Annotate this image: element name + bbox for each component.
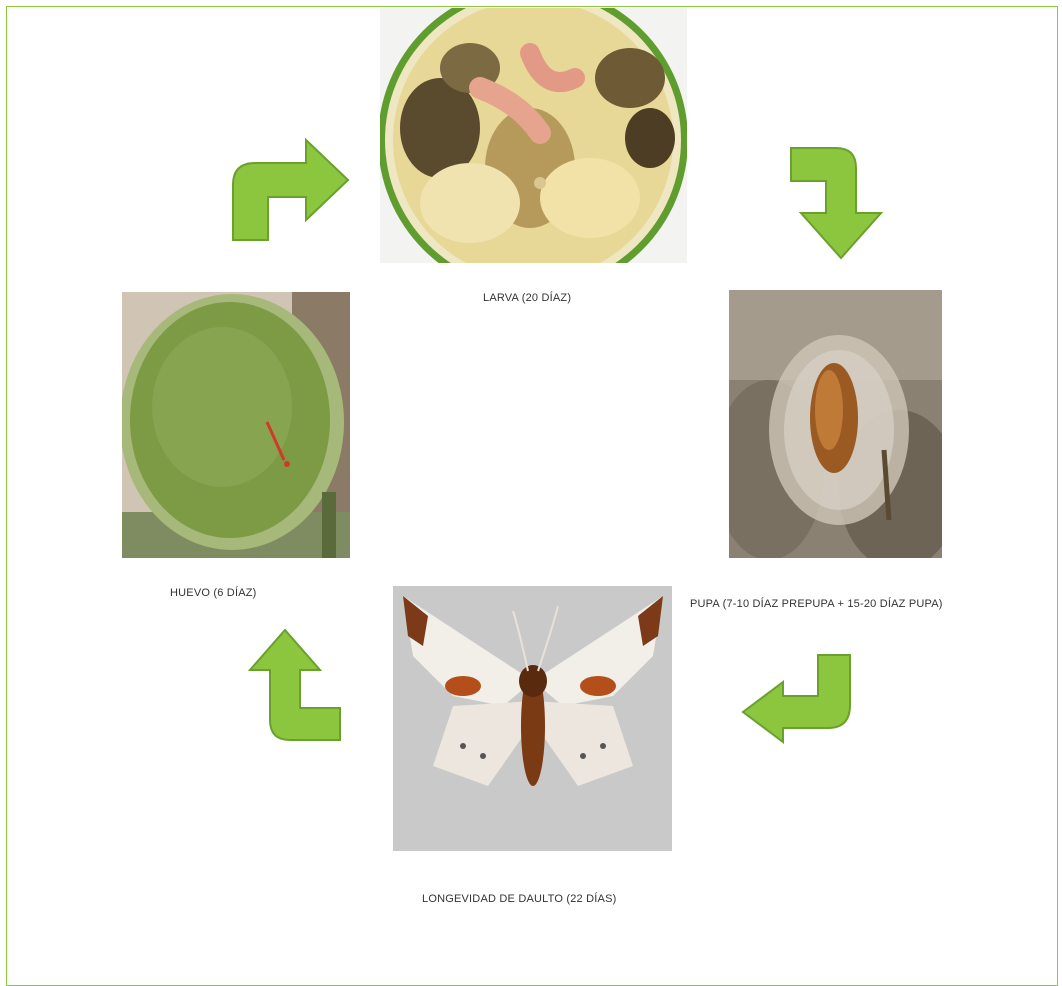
pupa-caption: PUPA (7-10 DÍAZ PREPUPA + 15-20 DÍAZ PUP… xyxy=(690,598,943,610)
arrow-egg-to-larva xyxy=(228,135,353,250)
larva-caption: LARVA (20 DÍAZ) xyxy=(483,292,571,304)
arrow-adult-to-egg xyxy=(245,625,345,750)
larva-photo xyxy=(380,8,687,263)
adult-caption: LONGEVIDAD DE DAULTO (22 DÍAS) xyxy=(422,893,616,905)
arrow-larva-to-pupa xyxy=(786,143,886,268)
arrow-pupa-to-adult xyxy=(738,650,856,750)
pupa-photo xyxy=(729,290,942,558)
egg-caption: HUEVO (6 DÍAZ) xyxy=(170,587,257,599)
egg-on-fruit-photo xyxy=(122,292,350,558)
moth-photo xyxy=(393,586,672,851)
